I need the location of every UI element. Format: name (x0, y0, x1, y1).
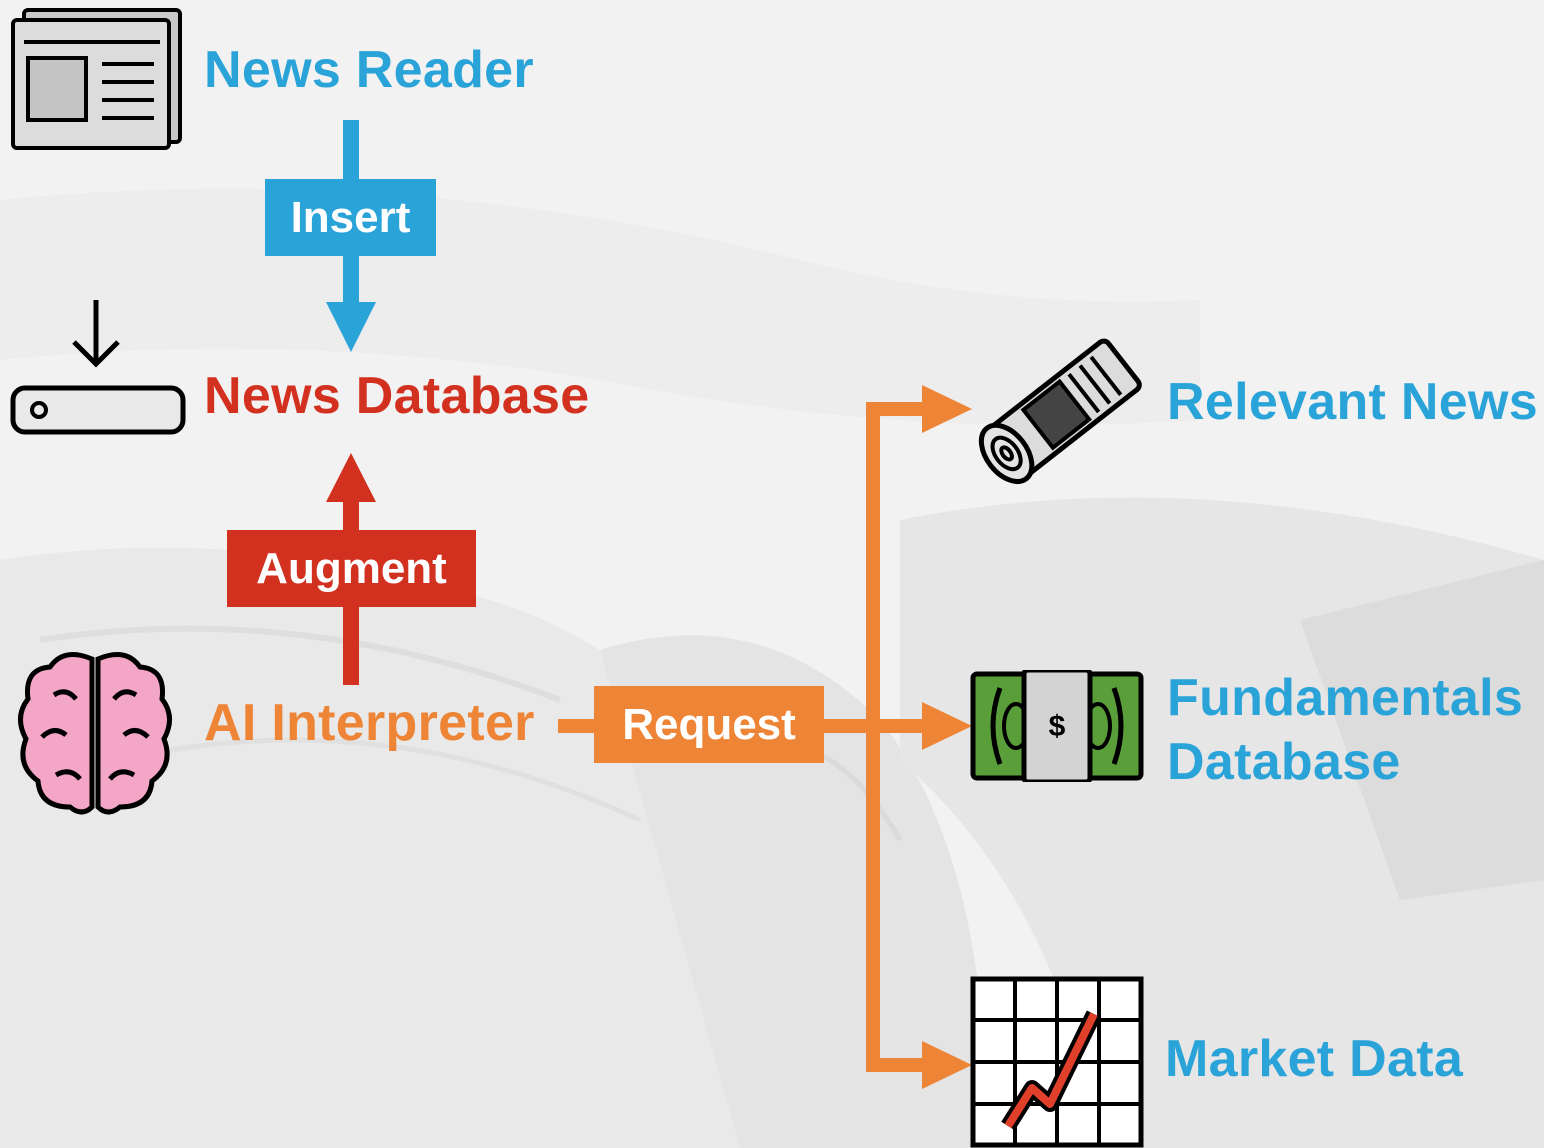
stock-chart-icon (970, 976, 1144, 1148)
augment-tag: Augment (227, 530, 476, 607)
fundamentals-database-label-line1: Fundamentals (1167, 669, 1524, 727)
insert-tag-label: Insert (290, 192, 411, 242)
money-bill-icon: $ (970, 670, 1144, 782)
download-server-icon (10, 296, 186, 438)
request-arrowhead-relevant-news (922, 385, 972, 433)
request-tag: Request (594, 686, 824, 763)
news-reader-label: News Reader (204, 41, 534, 99)
request-line-left (558, 719, 598, 733)
svg-text:$: $ (1049, 710, 1066, 743)
rolled-newspaper-icon (970, 333, 1146, 491)
request-tag-label: Request (622, 699, 796, 749)
request-arrowhead-market-data (922, 1041, 972, 1089)
request-branch-middle (866, 719, 930, 733)
request-branch-bottom (866, 1058, 930, 1072)
request-trunk (866, 402, 880, 1072)
market-data-label: Market Data (1165, 1030, 1464, 1088)
insert-arrow-head (326, 302, 376, 352)
augment-arrow-head (326, 453, 376, 502)
request-branch-top (866, 402, 930, 416)
news-database-label: News Database (204, 367, 590, 425)
newspaper-icon (10, 8, 184, 152)
relevant-news-label: Relevant News (1167, 373, 1538, 431)
request-line-right (820, 719, 874, 733)
fundamentals-database-label-line2: Database (1167, 733, 1401, 791)
ai-interpreter-label: AI Interpreter (204, 694, 535, 752)
fundamentals-database-label: Fundamentals Database (1167, 666, 1523, 794)
brain-icon (14, 647, 176, 817)
augment-tag-label: Augment (256, 543, 447, 593)
request-arrowhead-fundamentals (922, 702, 972, 750)
insert-tag: Insert (265, 179, 436, 256)
